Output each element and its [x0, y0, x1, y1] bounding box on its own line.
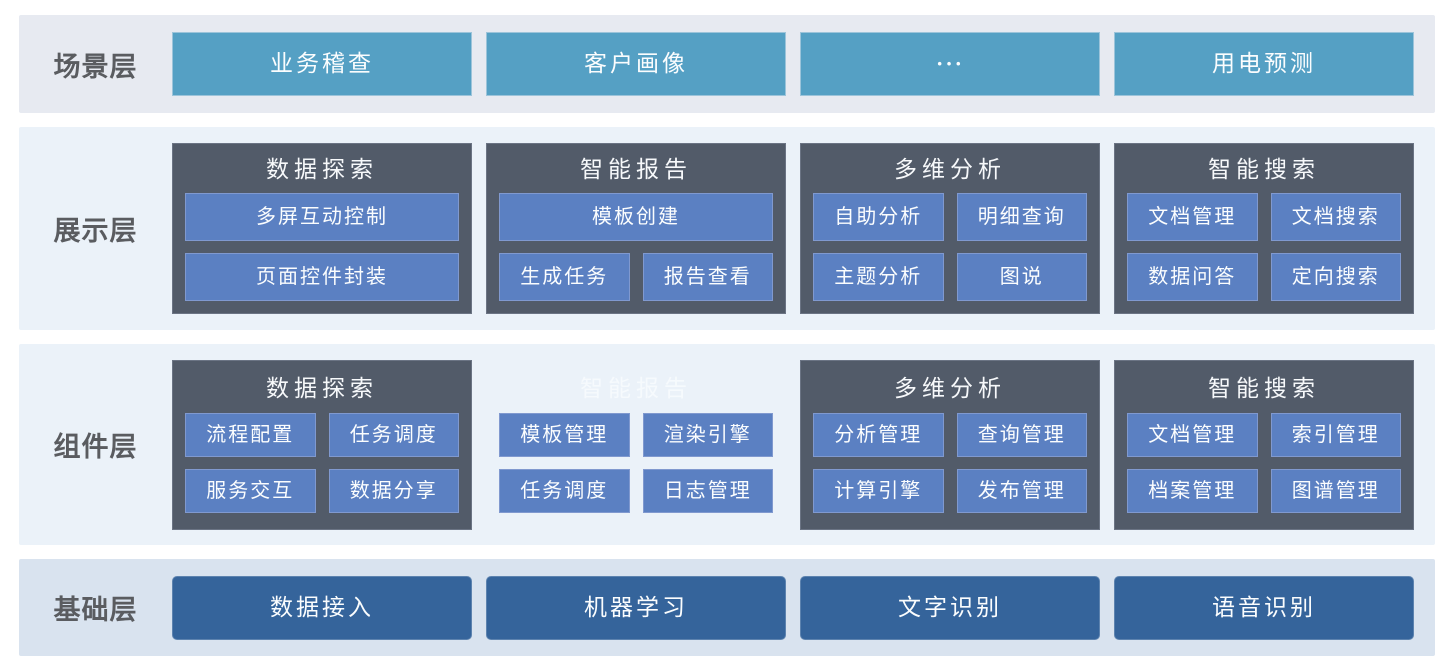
card-title: 多维分析	[894, 375, 1006, 401]
arch-card: 智能搜索 文档管理 索引管理 档案管理 图谱管理	[1114, 359, 1414, 530]
module-button: 文档搜索	[1270, 193, 1401, 241]
module-button: 页面控件封装	[185, 253, 459, 301]
foundation-buttons: 数据接入 机器学习 文字识别 语音识别	[172, 575, 1414, 640]
arch-card: 数据探索 流程配置 任务调度 服务交互 数据分享	[172, 359, 472, 530]
module-button: 索引管理	[1270, 412, 1401, 457]
layer-band-presentation: 展示层 数据探索 多屏互动控制 页面控件封装 智能报告 模板创建 生成任务 报告…	[19, 127, 1435, 330]
scenario-button: 客户画像	[486, 32, 786, 96]
layer-label-scenario: 场景层	[53, 51, 138, 82]
scenario-button-ellipsis: ···	[800, 32, 1100, 96]
module-button: 服务交互	[185, 468, 316, 513]
module-button: 任务调度	[328, 412, 459, 457]
module-button: 图谱管理	[1270, 468, 1401, 513]
presentation-cards: 数据探索 多屏互动控制 页面控件封装 智能报告 模板创建 生成任务 报告查看	[172, 143, 1414, 314]
module-button: 文档管理	[1127, 193, 1258, 241]
layer-label-foundation: 基础层	[53, 595, 138, 625]
module-button: 任务调度	[499, 468, 630, 513]
scenario-button: 业务稽查	[172, 32, 472, 96]
module-button: 模板管理	[499, 412, 630, 457]
module-button: 明细查询	[956, 193, 1087, 241]
module-button: 查询管理	[956, 412, 1087, 457]
foundation-button: 机器学习	[486, 575, 786, 640]
module-button: 文档管理	[1127, 412, 1258, 457]
arch-card: 智能搜索 文档管理 文档搜索 数据问答 定向搜索	[1114, 143, 1414, 314]
layer-band-scenario: 场景层 业务稽查 客户画像 ··· 用电预测	[19, 15, 1435, 113]
arch-card: 多维分析 自助分析 明细查询 主题分析 图说	[800, 143, 1100, 314]
module-button: 流程配置	[185, 412, 316, 457]
layer-band-component: 组件层 数据探索 流程配置 任务调度 服务交互 数据分享 智能报告 模板管理 渲…	[19, 344, 1435, 545]
module-button: 日志管理	[642, 468, 773, 513]
card-title: 多维分析	[894, 157, 1006, 182]
card-title: 数据探索	[266, 375, 378, 401]
foundation-button: 数据接入	[172, 575, 472, 640]
card-title: 智能搜索	[1208, 375, 1320, 401]
module-button: 模板创建	[499, 193, 773, 241]
scenario-buttons: 业务稽查 客户画像 ··· 用电预测	[172, 32, 1414, 96]
layer-band-foundation: 基础层 数据接入 机器学习 文字识别 语音识别	[19, 559, 1435, 656]
module-button: 图说	[956, 253, 1087, 301]
arch-card-ghost: 智能报告 模板管理 渲染引擎 任务调度 日志管理	[486, 360, 786, 530]
card-title: 数据探索	[266, 157, 378, 182]
component-cards: 数据探索 流程配置 任务调度 服务交互 数据分享 智能报告 模板管理 渲染引擎 …	[172, 359, 1414, 530]
module-button: 定向搜索	[1270, 253, 1401, 301]
module-button: 多屏互动控制	[185, 193, 459, 241]
foundation-button: 语音识别	[1114, 575, 1414, 640]
module-button: 主题分析	[813, 253, 944, 301]
module-button: 自助分析	[813, 193, 944, 241]
module-button: 报告查看	[642, 253, 773, 301]
arch-card: 多维分析 分析管理 查询管理 计算引擎 发布管理	[800, 359, 1100, 530]
layer-label-component: 组件层	[53, 432, 138, 462]
module-button: 数据问答	[1127, 253, 1258, 301]
module-button: 分析管理	[813, 412, 944, 457]
module-button: 数据分享	[328, 468, 459, 513]
scenario-button: 用电预测	[1114, 32, 1414, 96]
card-title: 智能报告	[580, 375, 692, 401]
foundation-button: 文字识别	[800, 575, 1100, 640]
layer-label-presentation: 展示层	[53, 216, 138, 246]
module-button: 生成任务	[499, 253, 630, 301]
module-button: 渲染引擎	[642, 412, 773, 457]
module-button: 档案管理	[1127, 468, 1258, 513]
module-button: 发布管理	[956, 468, 1087, 513]
arch-card: 智能报告 模板创建 生成任务 报告查看	[486, 143, 786, 314]
card-title: 智能搜索	[1208, 157, 1320, 182]
arch-card: 数据探索 多屏互动控制 页面控件封装	[172, 143, 472, 314]
card-title: 智能报告	[580, 157, 692, 182]
module-button: 计算引擎	[813, 468, 944, 513]
